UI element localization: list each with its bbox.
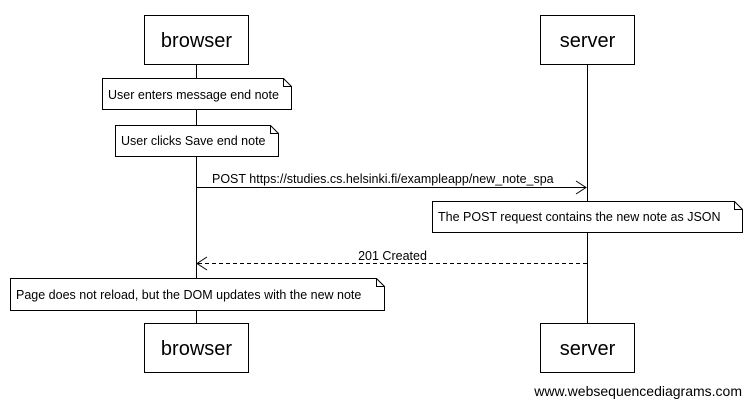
- note-user-enters-message-text: User enters message end note: [108, 88, 279, 102]
- message-post-new-note-label: POST https://studies.cs.helsinki.fi/exam…: [212, 172, 554, 186]
- participant-browser-bottom: browser: [144, 323, 249, 373]
- note-dom-updates: Page does not reload, but the DOM update…: [10, 278, 385, 311]
- note-user-clicks-save-text: User clicks Save end note: [121, 134, 266, 148]
- note-user-clicks-save: User clicks Save end note: [115, 125, 279, 157]
- message-201-created-label: 201 Created: [358, 249, 427, 263]
- message-201-created: 201 Created: [196, 249, 587, 271]
- note-user-enters-message: User enters message end note: [102, 78, 292, 110]
- participant-server-top: server: [540, 15, 635, 65]
- participant-server-top-label: server: [560, 30, 616, 52]
- message-post-new-note: POST https://studies.cs.helsinki.fi/exam…: [197, 172, 587, 195]
- note-dom-updates-text: Page does not reload, but the DOM update…: [16, 288, 361, 302]
- participant-server-bottom: server: [540, 323, 635, 373]
- participant-server-bottom-label: server: [560, 338, 616, 360]
- footer-watermark: www.websequencediagrams.com: [533, 383, 742, 399]
- participant-browser-top-label: browser: [161, 30, 232, 52]
- note-post-request-json-text: The POST request contains the new note a…: [438, 210, 721, 224]
- participant-browser-bottom-label: browser: [161, 338, 232, 360]
- participant-browser-top: browser: [144, 15, 249, 65]
- note-post-request-json: The POST request contains the new note a…: [432, 201, 743, 233]
